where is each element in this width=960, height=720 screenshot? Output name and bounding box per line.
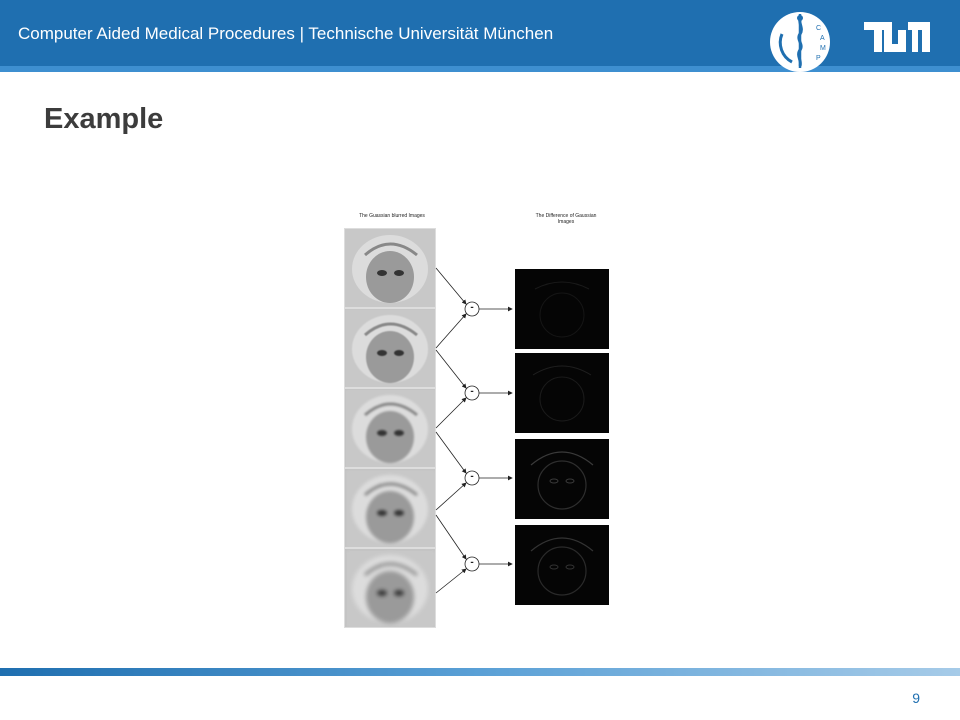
minus-symbol: - xyxy=(470,386,474,397)
dog-image xyxy=(515,269,609,349)
camp-logo-icon: C A M P xyxy=(770,12,830,72)
dog-images-label-line2: Images xyxy=(557,219,575,225)
dog-image xyxy=(515,353,609,433)
svg-text:A: A xyxy=(820,35,825,42)
dog-images-label-line1: The Difference of Gaussian xyxy=(535,213,597,219)
minus-operator-icon xyxy=(464,556,480,572)
dog-image xyxy=(515,439,609,519)
arrows-diagram xyxy=(435,267,513,594)
blurred-image xyxy=(344,468,436,548)
minus-symbol: - xyxy=(470,557,474,568)
dog-image xyxy=(515,525,609,605)
minus-operator-icon xyxy=(464,385,480,401)
blurred-images-label: The Guassian blurred Images xyxy=(359,213,425,219)
header-title: Computer Aided Medical Procedures | Tech… xyxy=(18,24,554,43)
blurred-image xyxy=(344,228,436,308)
tum-logo-icon xyxy=(864,22,930,52)
footer-bar xyxy=(0,668,960,676)
svg-text:M: M xyxy=(820,45,826,52)
header-stripe xyxy=(0,66,960,72)
minus-operator-icon xyxy=(464,301,480,317)
minus-operator-icon xyxy=(464,470,480,486)
minus-symbol: - xyxy=(470,302,474,313)
dog-pyramid-figure: The Guassian blurred Images The Differen… xyxy=(340,210,620,630)
svg-text:C: C xyxy=(816,25,821,32)
header-bar: Computer Aided Medical Procedures | Tech… xyxy=(0,0,960,72)
slide-title: Example xyxy=(44,103,164,135)
minus-symbol: - xyxy=(470,471,474,482)
blurred-image xyxy=(344,548,436,628)
page-number: 9 xyxy=(912,690,920,706)
svg-text:P: P xyxy=(816,55,821,62)
blurred-image xyxy=(344,308,436,388)
dog-images-label: The Difference of Gaussian Images xyxy=(526,213,606,225)
blurred-image xyxy=(344,388,436,468)
